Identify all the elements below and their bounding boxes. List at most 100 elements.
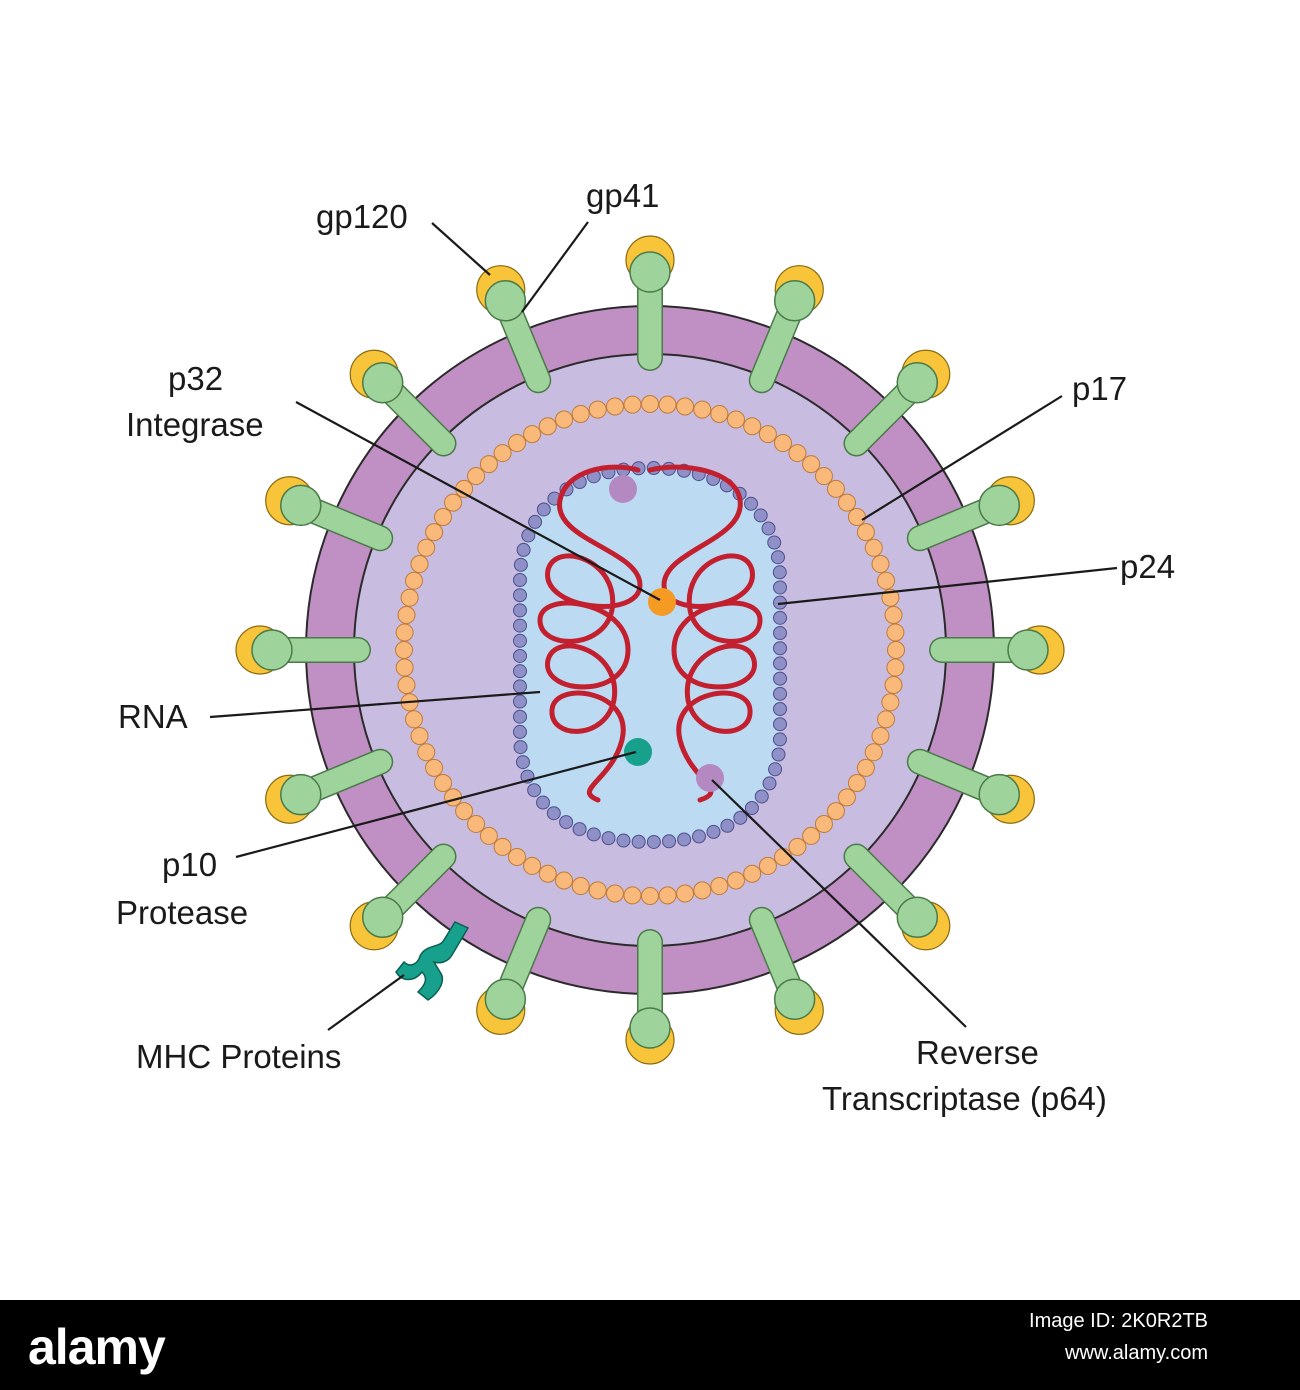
p17-bead [884,605,903,624]
p24-bead [762,776,777,791]
p17-bead [455,479,474,498]
p17-bead [425,758,444,777]
p24-bead [772,565,787,580]
spike-head [773,978,816,1020]
p17-bead [788,837,807,856]
rna-strands [537,464,763,803]
p24-bead [646,834,661,849]
p17-bead [856,758,875,777]
gp41-stem-fill [750,300,802,392]
p24-bead [706,824,721,839]
leader-lines [209,221,1118,1031]
integrase-dot [648,588,676,616]
p17-bead [523,856,542,875]
p24-capsid-wall [513,461,787,849]
gp41-stem-fill [379,844,456,921]
p17-bead [837,493,856,512]
spike [843,843,951,951]
label-p17: p17 [1072,370,1127,407]
leader-reverse-transcriptase [711,779,967,1028]
gp41-stem-fill [300,498,392,550]
leader-integrase [295,401,661,601]
p17-bead [404,710,423,729]
spike [265,748,394,824]
p17-bead [605,397,624,416]
p24-bead [720,818,735,833]
spike [349,843,457,951]
p24-bead [691,829,706,844]
spike-head [896,896,939,939]
alamy-url-text: www.alamy.com [1065,1342,1208,1364]
p24-bead [516,542,531,557]
p17-bead [508,847,527,866]
capsid-interior [520,468,780,842]
spike [843,349,951,457]
p24-bead [559,815,574,830]
label-protease: Protease [116,894,248,931]
spike [265,476,394,552]
spike-head [629,1007,671,1049]
p17-bead [410,726,429,745]
p24-bead [773,686,787,701]
p17-bead [802,455,821,474]
p17-bead [743,417,762,436]
p24-bead [662,834,677,849]
p17-bead [710,877,729,896]
label-gp41: gp41 [586,177,659,214]
p17-bead [758,425,777,444]
leader-protease [235,750,637,859]
p24-bead [733,810,748,825]
p17-matrix-ring [395,395,905,905]
leader-gp41 [521,221,589,313]
gp41-stem-fill [908,498,1000,550]
p24-bead [744,801,759,816]
p17-bead [467,814,486,833]
label-p24: p24 [1120,548,1175,585]
p24-bead [773,702,787,717]
alamy-logo: alamy [28,1319,166,1375]
p17-bead [571,404,590,423]
p24-bead [513,648,527,663]
p24-bead [773,656,787,671]
p17-bead [887,641,905,659]
stock-footer-bar: alamy Image ID: 2K0R2TB www.alamy.com [0,1300,1300,1390]
spike-head [361,361,404,404]
p17-bead [826,479,845,498]
p17-bead [623,395,642,414]
p17-bead [693,881,712,900]
p24-bead [767,535,782,550]
spike-head [978,773,1020,816]
p17-bead [837,788,856,807]
p17-bead [434,508,453,527]
p24-bead [572,822,587,837]
spike-head [361,896,404,939]
p17-bead [417,538,436,557]
envelope-spikes [235,235,1065,1065]
label-rna: RNA [118,698,188,735]
spike-head [251,629,293,671]
p17-bead [877,710,896,729]
p17-bead [479,826,498,845]
p17-bead [588,400,607,419]
p17-bead [417,743,436,762]
spike-head [629,251,671,293]
p17-bead [571,877,590,896]
p17-bead [555,410,574,429]
p17-bead [493,837,512,856]
p17-bead [773,847,792,866]
image-id-text: Image ID: 2K0R2TB [1029,1310,1208,1332]
p17-bead [605,884,624,903]
rna-strand-left [537,464,643,803]
p17-bead [773,434,792,453]
spike-head [773,280,816,322]
p17-bead [641,395,659,413]
label-integrase: Integrase [126,406,264,443]
p24-bead [768,762,783,777]
p17-bead [884,676,903,695]
spike [748,906,824,1035]
p17-bead [693,400,712,419]
p24-bead [513,664,527,679]
label-gp120: gp120 [316,198,408,235]
gp41-stem-fill [300,750,392,802]
p17-bead [508,434,527,453]
